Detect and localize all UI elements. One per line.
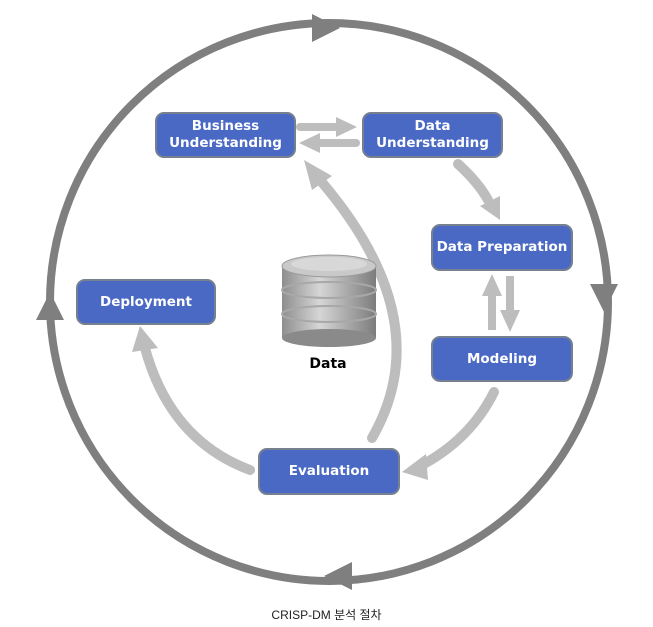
data-label: Data [309,356,347,372]
flow-arrows [132,117,520,480]
phase-business-understanding[interactable]: Business Understanding [155,112,296,158]
phase-evaluation[interactable]: Evaluation [258,448,400,495]
cycle-arrowhead-top [312,14,340,42]
database-icon [281,254,377,347]
phase-deployment[interactable]: Deployment [76,279,216,325]
phase-modeling[interactable]: Modeling [431,336,573,382]
cycle-arrowhead-bottom [324,562,352,590]
phase-data-understanding[interactable]: Data Understanding [362,112,503,158]
phase-data-preparation[interactable]: Data Preparation [431,224,573,271]
cycle-arrowhead-right [590,284,618,312]
cycle-arrowhead-left [36,292,64,320]
outer-cycle [36,14,618,590]
figure-caption: CRISP-DM 분석 절차 [271,608,382,622]
